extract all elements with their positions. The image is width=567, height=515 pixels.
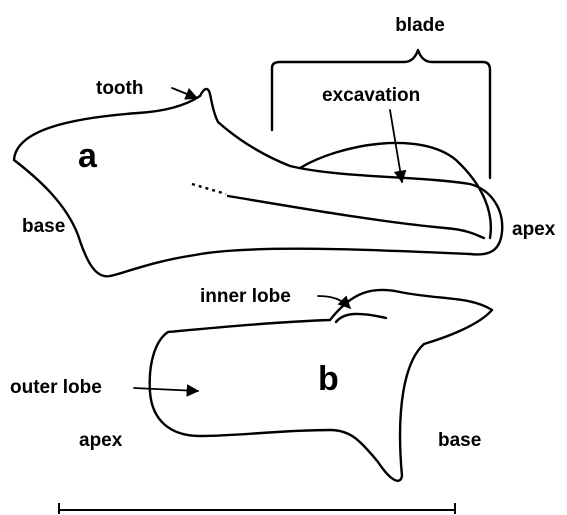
outer-lobe-arrow (134, 388, 198, 391)
excavation-groove-inner (228, 196, 484, 238)
excavation-arrow (390, 110, 402, 182)
apex-label-a: apex (512, 219, 556, 240)
tooth-arrow (172, 88, 197, 98)
inner-lobe-fold (336, 314, 386, 322)
figure-letter-a: a (78, 137, 98, 175)
outline-a (14, 89, 502, 276)
inner-lobe-label: inner lobe (200, 286, 291, 307)
apex-label-b: apex (79, 430, 123, 451)
blade-bracket (272, 50, 490, 178)
excavation-groove-outer (300, 143, 491, 238)
inner-lobe-arrow (318, 296, 350, 308)
excavation-dotted-line (192, 184, 226, 194)
figure-b: inner lobe outer lobe b apex base (10, 286, 492, 481)
scale-bar (58, 503, 456, 514)
figure-letter-b: b (318, 360, 339, 398)
figure-a: blade tooth excavation a base apex (14, 15, 556, 276)
excavation-label: excavation (322, 85, 420, 106)
blade-label: blade (395, 15, 445, 36)
tooth-label: tooth (96, 78, 143, 99)
base-label-a: base (22, 216, 65, 237)
base-label-b: base (438, 430, 481, 451)
outer-lobe-label: outer lobe (10, 377, 102, 398)
